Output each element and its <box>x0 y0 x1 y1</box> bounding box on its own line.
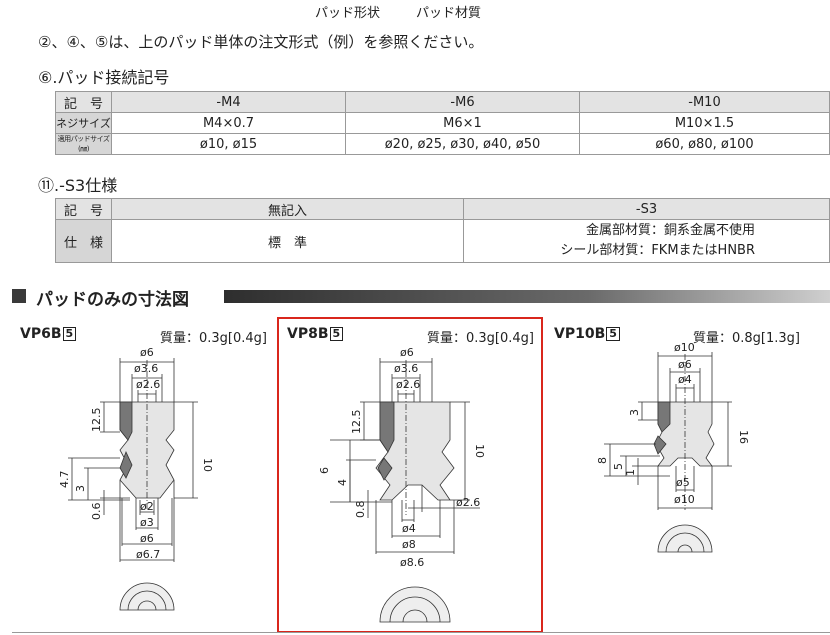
dim-h-c: 0.8 <box>354 501 367 519</box>
table-cell: 金属部材質：銅系金属不使用 シール部材質：FKMまたはHNBR <box>463 219 830 263</box>
model-name: VP8B <box>287 326 329 342</box>
dim-d-b3: ø6 <box>140 532 154 545</box>
dim-d-b3: ø8.6 <box>400 556 424 569</box>
table-header: 記 号 <box>55 198 112 220</box>
model-name: VP6B <box>20 326 62 342</box>
dim-d-b4: ø6.7 <box>136 548 160 561</box>
dim-h-total: 10 <box>201 458 214 472</box>
dim-d-in2: ø2.6 <box>396 378 420 391</box>
table-header: 無記入 <box>111 198 464 220</box>
section-s3-title: ⑪.-S3仕様 <box>38 176 118 195</box>
drawing-vp8b: ø6 ø3.6 ø2.6 12.5 10 6 4 0.8 ø2.6 ø4 ø8 … <box>318 346 486 623</box>
dimension-section-title: パッドのみの寸法図 <box>36 290 189 310</box>
table-header: 記 号 <box>55 91 112 113</box>
table-cell: M4×0.7 <box>111 112 346 134</box>
dim-d-in2: ø2.6 <box>136 378 160 391</box>
s3-table: 記 号 無記入 -S3 仕 様 標 準 金属部材質：銅系金属不使用 シール部材質… <box>55 198 830 263</box>
dim-d-b2: ø10 <box>674 493 695 506</box>
table-row: 仕 様 標 準 金属部材質：銅系金属不使用 シール部材質：FKMまたはHNBR <box>55 219 830 263</box>
dim-d-top: ø10 <box>674 341 695 354</box>
model-name: VP10B <box>554 326 606 342</box>
mass-vp6b: 質量：0.3g[0.4g] <box>160 331 267 346</box>
bottom-divider <box>12 632 830 633</box>
dim-d-b2: ø3 <box>140 516 154 529</box>
table-cell: 適用パッドサイズ(㎜) <box>55 133 112 155</box>
mass-vp10b: 質量：0.8g[1.3g] <box>693 331 800 346</box>
dim-d-side: ø2.6 <box>456 496 480 509</box>
table-header: -M10 <box>579 91 830 113</box>
dim-h-a: 6 <box>318 467 331 474</box>
dim-h-total: 10 <box>473 444 486 458</box>
table-cell: ø10, ø15 <box>111 133 346 155</box>
model-box-number: 5 <box>606 327 620 341</box>
dim-d-b1: ø5 <box>676 476 690 489</box>
table-cell: M10×1.5 <box>579 112 830 134</box>
table-header: -M4 <box>111 91 346 113</box>
dim-h-top: 12.5 <box>90 408 103 433</box>
dim-d-b2: ø8 <box>402 538 416 551</box>
square-bullet-icon <box>12 289 26 303</box>
dim-d-in1: ø6 <box>678 358 692 371</box>
table-header: -S3 <box>463 198 830 220</box>
gradient-bar <box>224 290 830 303</box>
reference-note: ②、④、⑤は、上のパッド単体の注文形式（例）を参照ください。 <box>38 33 484 51</box>
spec-metal: 金属部材質：銅系金属不使用 <box>585 223 755 238</box>
table-cell: ø60, ø80, ø100 <box>579 133 830 155</box>
spec-seal: シール部材質：FKMまたはHNBR <box>560 243 755 258</box>
dim-h-a: 8 <box>596 457 609 464</box>
dim-d-b1: ø4 <box>402 522 416 535</box>
dim-d-in1: ø3.6 <box>394 362 418 375</box>
table-row: 適用パッドサイズ(㎜) ø10, ø15 ø20, ø25, ø30, ø40,… <box>55 133 830 155</box>
dim-h-a: 4.7 <box>58 471 71 489</box>
model-box-number: 5 <box>329 327 344 341</box>
dim-h-b: 5 <box>612 463 625 470</box>
table-cell: M6×1 <box>345 112 580 134</box>
dim-d-top: ø6 <box>400 346 414 359</box>
drawing-vp6b: ø6 ø3.6 ø2.6 12.5 10 4.7 3 0.6 ø2 ø3 ø6 … <box>58 346 214 611</box>
dim-d-top: ø6 <box>140 346 154 359</box>
dim-h-c: 1 <box>624 469 637 476</box>
connection-table: 記 号 -M4 -M6 -M10 ネジサイズ M4×0.7 M6×1 M10×1… <box>55 91 830 155</box>
dim-h-b: 4 <box>336 479 349 486</box>
table-cell: ネジサイズ <box>55 112 112 134</box>
dim-h-c: 0.6 <box>90 503 103 521</box>
dimension-section-header: パッドのみの寸法図 <box>12 285 830 310</box>
label-pad-material: パッド材質 <box>416 6 482 21</box>
table-cell: ø20, ø25, ø30, ø40, ø50 <box>345 133 580 155</box>
table-cell: 仕 様 <box>55 219 112 263</box>
dim-h-total: 16 <box>737 430 750 444</box>
dim-h-top: 3 <box>628 409 641 416</box>
section-connection-title: ⑥.パッド接続記号 <box>38 68 170 87</box>
dim-d-in1: ø3.6 <box>134 362 158 375</box>
mass-vp8b: 質量：0.3g[0.4g] <box>427 331 534 346</box>
model-box-number: 5 <box>62 327 77 341</box>
table-header: -M6 <box>345 91 580 113</box>
dim-h-b: 3 <box>74 485 87 492</box>
dim-d-b1: ø2 <box>140 500 154 513</box>
dim-h-top: 12.5 <box>350 410 363 435</box>
drawing-vp10b: ø10 ø6 ø4 3 16 8 5 1 ø5 ø10 <box>596 341 750 553</box>
table-row: 記 号 -M4 -M6 -M10 <box>55 91 830 113</box>
label-pad-shape: パッド形状 <box>315 6 381 21</box>
dim-d-in2: ø4 <box>678 373 692 386</box>
table-row: ネジサイズ M4×0.7 M6×1 M10×1.5 <box>55 112 830 134</box>
table-cell: 標 準 <box>111 219 464 263</box>
table-row: 記 号 無記入 -S3 <box>55 198 830 220</box>
